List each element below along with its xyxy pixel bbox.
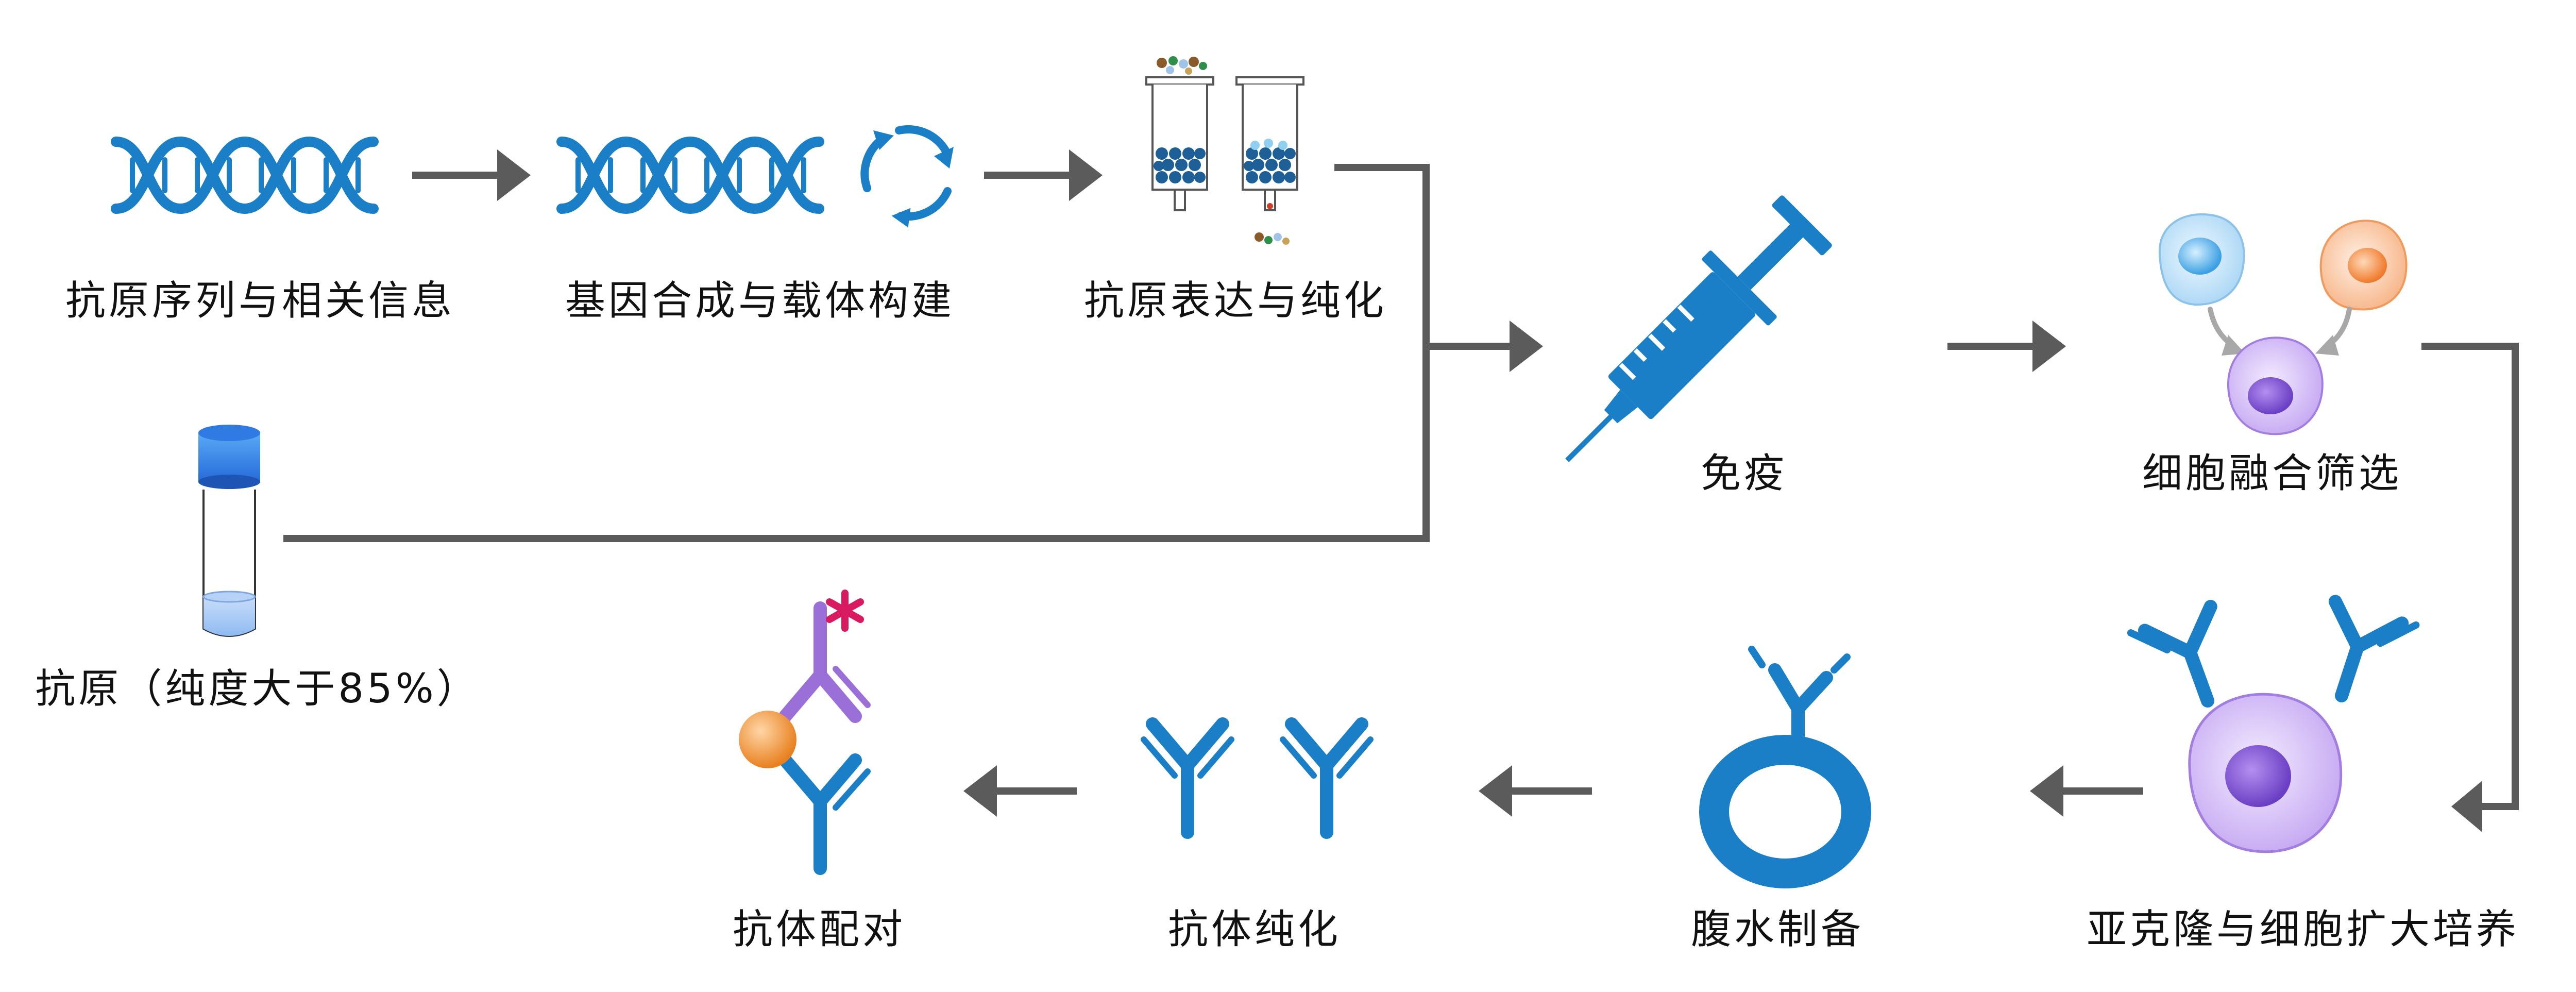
antibody-icon — [2127, 599, 2217, 708]
test-tube-icon — [198, 425, 260, 637]
arrow-2 — [984, 149, 1103, 201]
dna-icon — [111, 136, 379, 214]
antibody-icon — [1141, 717, 1234, 839]
antibody-icon — [1280, 717, 1374, 839]
merge-connector — [283, 164, 1543, 542]
cell-icon — [2158, 213, 2245, 306]
chromatography-column-icon — [1235, 76, 1304, 245]
down-connector — [2421, 343, 2519, 832]
cell-icon — [2319, 220, 2408, 311]
cell-icon — [2188, 693, 2343, 853]
antibody-icon — [2328, 595, 2420, 702]
syringe-icon — [1565, 195, 1832, 462]
arrow-8 — [963, 765, 1077, 817]
fusion-arrows — [2208, 307, 2352, 356]
detection-antibody-icon — [778, 601, 871, 723]
recycle-icon — [860, 125, 954, 228]
connectors — [283, 149, 2519, 832]
asterisk-icon — [826, 590, 864, 632]
arrow-7 — [1479, 765, 1592, 817]
label-immunization: 免疫 — [1700, 450, 1788, 497]
dna-icon — [556, 136, 824, 214]
arrow-1 — [412, 149, 531, 201]
chromatography-column-icon — [1145, 56, 1214, 211]
arrow-6 — [2030, 765, 2143, 817]
label-antigen-purity: 抗原（纯度大于85%） — [35, 666, 480, 712]
ascites-icon — [1699, 646, 1871, 888]
enzyme-label-icon — [739, 711, 796, 768]
arrow-4 — [1947, 321, 2066, 372]
label-ascites: 腹水制备 — [1690, 906, 1865, 953]
label-antibody-purification: 抗体纯化 — [1167, 906, 1342, 953]
label-gene-synthesis: 基因合成与载体构建 — [565, 278, 955, 324]
label-cell-fusion: 细胞融合筛选 — [2142, 450, 2402, 497]
label-expression-purification: 抗原表达与纯化 — [1083, 278, 1387, 324]
label-antibody-pairing: 抗体配对 — [732, 906, 906, 953]
cell-icon — [2227, 337, 2324, 435]
label-subcloning: 亚克隆与细胞扩大培养 — [2086, 906, 2520, 953]
label-antigen-sequence: 抗原序列与相关信息 — [65, 278, 455, 324]
antibody-icon — [778, 753, 871, 875]
